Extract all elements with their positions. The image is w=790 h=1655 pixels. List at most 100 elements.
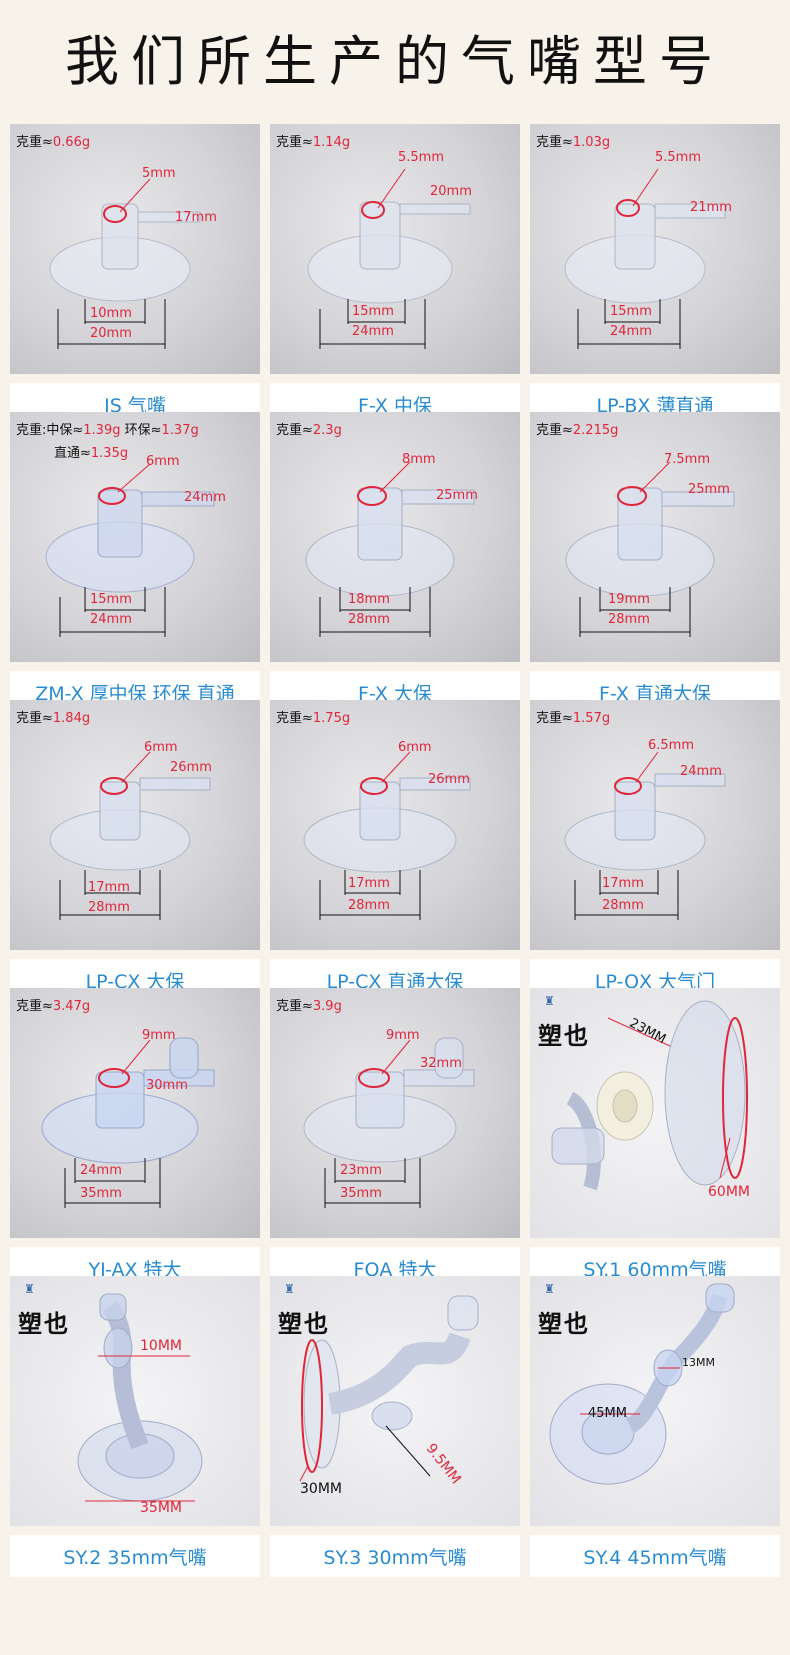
dim-stem: 20mm bbox=[430, 184, 472, 199]
product-photo: 克重≈1.84g 6mm 26mm 17mm 28mm bbox=[10, 700, 260, 950]
dim-inner: 6mm bbox=[146, 454, 180, 469]
product-photo: 克重≈1.75g 6mm 26mm 17mm 28mm bbox=[270, 700, 520, 950]
valve-illustration bbox=[305, 461, 475, 637]
dim-neck: 17mm bbox=[88, 880, 130, 895]
dim-inner: 9mm bbox=[142, 1028, 176, 1043]
dim-inner: 6mm bbox=[398, 740, 432, 755]
dim-neck: 17mm bbox=[602, 876, 644, 891]
valve-illustration bbox=[77, 1293, 203, 1502]
brand-logo-icon: ♜ bbox=[544, 1282, 555, 1296]
valve-illustration bbox=[549, 1283, 735, 1485]
weight-text: 克重≈0.66g bbox=[16, 135, 91, 150]
dim-neck: 10mm bbox=[90, 306, 132, 321]
product-photo: 克重≈0.66g 5mm 17mm 10mm 20mm bbox=[10, 124, 260, 374]
valve-illustration bbox=[41, 1037, 215, 1208]
product-photo: ♜ 塑也 23MM 60MM bbox=[530, 988, 780, 1238]
dim-base: 28mm bbox=[602, 898, 644, 913]
product-photo: 克重≈2.215g 7.5mm 25mm 19mm 28mm bbox=[530, 412, 780, 662]
weight-text: 克重:中保≈1.39g 环保≈1.37g bbox=[16, 423, 199, 438]
valve-illustration bbox=[564, 168, 726, 349]
dim-inner: 7.5mm bbox=[664, 452, 711, 467]
dim-inner: 6.5mm bbox=[648, 738, 695, 753]
brand-text: 塑也 bbox=[538, 1021, 590, 1050]
dim-base: 28mm bbox=[88, 900, 130, 915]
dim-stem: 30mm bbox=[146, 1078, 188, 1093]
valve-illustration bbox=[49, 178, 201, 349]
brand-text: 塑也 bbox=[538, 1309, 590, 1338]
product-photo: ♜ 塑也 10MM 35MM bbox=[10, 1276, 260, 1526]
dim-stem: 25mm bbox=[688, 482, 730, 497]
valve-illustration bbox=[307, 168, 471, 349]
product-label: SY.2 35mm气嘴 bbox=[10, 1535, 260, 1577]
weight-text: 克重≈1.84g bbox=[16, 711, 91, 726]
dim-neck: 19mm bbox=[608, 592, 650, 607]
dim-stem: 32mm bbox=[420, 1056, 462, 1071]
dim-base: 28mm bbox=[348, 612, 390, 627]
dim-inner: 6mm bbox=[144, 740, 178, 755]
dim-base: 24mm bbox=[610, 324, 652, 339]
weight-text: 克重≈2.3g bbox=[276, 423, 342, 438]
dim-inner: 8mm bbox=[402, 452, 436, 467]
valve-illustration bbox=[551, 1000, 748, 1191]
dim-neck: 15mm bbox=[352, 304, 394, 319]
dim-stem: 25mm bbox=[436, 488, 478, 503]
valve-illustration bbox=[564, 751, 726, 920]
dim-neck: 24mm bbox=[80, 1163, 122, 1178]
weight-text-line2: 直通≈1.35g bbox=[54, 446, 129, 461]
brand-text: 塑也 bbox=[18, 1309, 70, 1338]
dim-inner: 5.5mm bbox=[398, 150, 445, 165]
valve-illustration bbox=[49, 751, 211, 920]
valve-illustration bbox=[45, 463, 215, 637]
brand-text: 塑也 bbox=[278, 1309, 330, 1338]
brand-logo-icon: ♜ bbox=[24, 1282, 35, 1296]
dim-inner: 5mm bbox=[142, 166, 176, 181]
dim-neck: 23mm bbox=[340, 1163, 382, 1178]
valve-illustration bbox=[303, 1037, 475, 1208]
product-photo: 克重≈1.03g 5.5mm 21mm 15mm 24mm bbox=[530, 124, 780, 374]
dim-stem: 26mm bbox=[170, 760, 212, 775]
weight-text: 克重≈2.215g bbox=[536, 423, 619, 438]
dim-inner: 5.5mm bbox=[655, 150, 702, 165]
dim-base: 60MM bbox=[708, 1184, 750, 1200]
page-title: 我们所生产的气嘴型号 bbox=[65, 29, 725, 93]
product-photo: 克重≈1.14g 5.5mm 20mm 15mm 24mm bbox=[270, 124, 520, 374]
valve-illustration bbox=[299, 1295, 479, 1482]
product-photo: ♜ 塑也 45MM 13MM bbox=[530, 1276, 780, 1526]
dim-base: 35mm bbox=[340, 1186, 382, 1201]
dim-stem: 26mm bbox=[428, 772, 470, 787]
product-photo: 克重≈2.3g 8mm 25mm 18mm 28mm bbox=[270, 412, 520, 662]
dim-base: 24mm bbox=[352, 324, 394, 339]
dim-base: 28mm bbox=[608, 612, 650, 627]
dim-neck: 17mm bbox=[348, 876, 390, 891]
dim-base: 20mm bbox=[90, 326, 132, 341]
product-photo: 克重≈1.57g 6.5mm 24mm 17mm 28mm bbox=[530, 700, 780, 950]
dim-stem: 24mm bbox=[184, 490, 226, 505]
product-photo: ♜ 塑也 30MM 9.5MM bbox=[270, 1276, 520, 1526]
dim-neck: 18mm bbox=[348, 592, 390, 607]
dim-stem: 13MM bbox=[682, 1356, 715, 1369]
dim-base: 45MM bbox=[588, 1406, 627, 1421]
dim-base: 35mm bbox=[80, 1186, 122, 1201]
dim-stem: 17mm bbox=[175, 210, 217, 225]
weight-text: 克重≈3.47g bbox=[16, 999, 91, 1014]
dim-base: 35MM bbox=[140, 1500, 182, 1516]
dim-base: 30MM bbox=[300, 1481, 342, 1497]
dim-base: 28mm bbox=[348, 898, 390, 913]
weight-text: 克重≈1.14g bbox=[276, 135, 351, 150]
valve-illustration bbox=[303, 751, 471, 920]
product-photo: 克重:中保≈1.39g 环保≈1.37g 直通≈1.35g 6mm 24mm 1… bbox=[10, 412, 260, 662]
dim-stem: 24mm bbox=[680, 764, 722, 779]
dim-stem: 21mm bbox=[690, 200, 732, 215]
weight-text: 克重≈1.03g bbox=[536, 135, 611, 150]
brand-logo-icon: ♜ bbox=[544, 994, 555, 1008]
product-photo: 克重≈3.9g 9mm 32mm 23mm 35mm bbox=[270, 988, 520, 1238]
dim-neck: 15mm bbox=[90, 592, 132, 607]
product-label: SY.3 30mm气嘴 bbox=[270, 1535, 520, 1577]
dim-inner: 9mm bbox=[386, 1028, 420, 1043]
valve-illustration bbox=[565, 461, 735, 637]
weight-text: 克重≈1.57g bbox=[536, 711, 611, 726]
product-photo: 克重≈3.47g 9mm 30mm 24mm 35mm bbox=[10, 988, 260, 1238]
weight-text: 克重≈1.75g bbox=[276, 711, 351, 726]
brand-logo-icon: ♜ bbox=[284, 1282, 295, 1296]
dim-stem: 10MM bbox=[140, 1338, 182, 1354]
